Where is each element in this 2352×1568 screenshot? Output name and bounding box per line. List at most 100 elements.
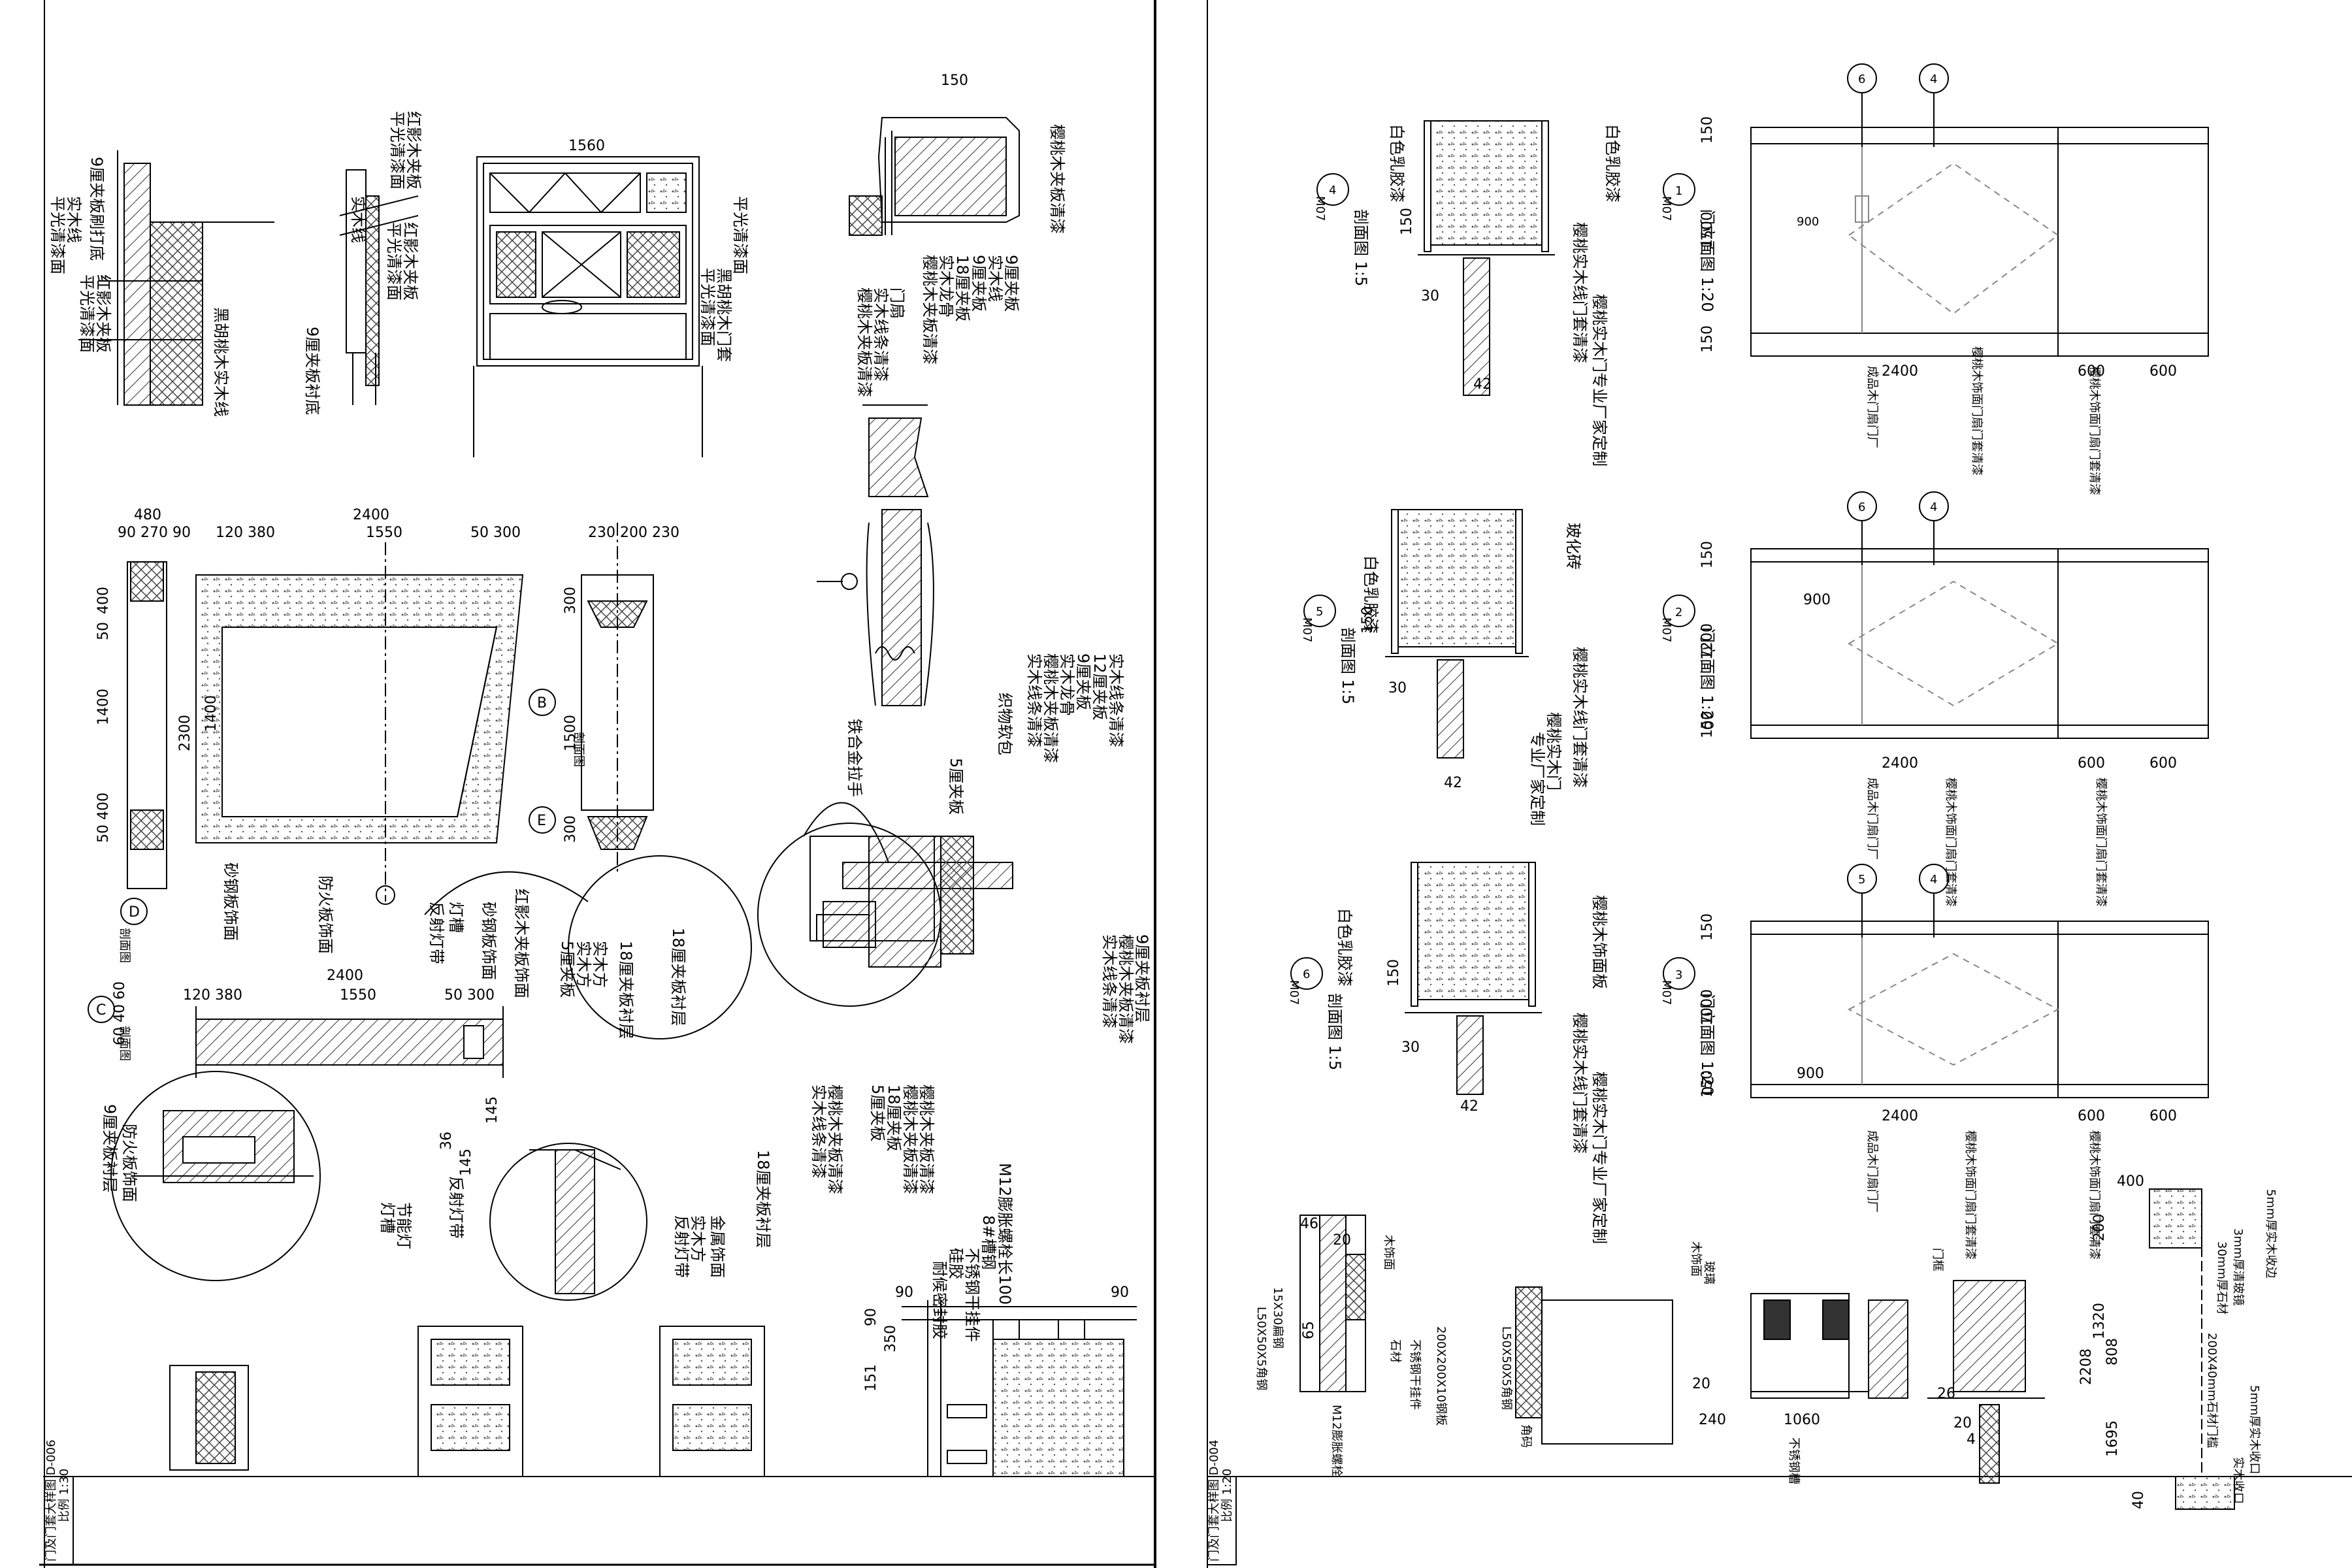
- svg-text:2208: 2208: [2078, 1348, 2095, 1385]
- svg-text:150: 150: [1699, 913, 1716, 941]
- dim-1560: 1560: [568, 138, 605, 154]
- svg-text:1: 1: [1675, 184, 1682, 198]
- svg-text:150: 150: [1699, 711, 1716, 738]
- svg-text:成品木门扇门厂: 成品木门扇门厂: [1865, 777, 1879, 860]
- right-elevations: [1750, 127, 2209, 1098]
- svg-text:9厘夹板衬层: 9厘夹板衬层: [101, 1104, 119, 1192]
- svg-text:樱桃木夹板清漆: 樱桃木夹板清漆: [1048, 124, 1066, 234]
- svg-text:L50X50X5角钢: L50X50X5角钢: [1254, 1307, 1268, 1390]
- svg-text:90: 90: [863, 1308, 879, 1326]
- right-sheet-frame: [1207, 0, 2352, 1568]
- left-notes-lower: 9厘夹板衬层 防火板饰面 节能灯 灯槽 反射灯带 18厘夹板衬层 金属饰面 实木…: [101, 934, 1151, 1342]
- svg-text:6: 6: [1303, 968, 1310, 981]
- svg-text:成品木门扇门厂: 成品木门扇门厂: [1865, 1130, 1879, 1213]
- svg-text:2400: 2400: [1882, 1108, 1918, 1124]
- strip-detail: [339, 169, 419, 405]
- svg-text:240: 240: [1699, 1412, 1726, 1428]
- section-6-labels: 6 M07 剖面图 1:5 150 30 42 白色乳胶漆 樱桃木饰面板 樱桃实…: [1287, 895, 1609, 1244]
- svg-text:5厘夹板: 5厘夹板: [558, 941, 576, 998]
- vdim-1400: 1400: [95, 689, 112, 725]
- svg-text:1320: 1320: [2091, 1303, 2108, 1339]
- bottom-details-right: [1299, 1188, 2235, 1510]
- bubble-d: D: [120, 898, 148, 925]
- svg-text:实木线条清漆: 实木线条清漆: [1025, 653, 1043, 747]
- svg-text:900: 900: [1803, 592, 1831, 608]
- svg-text:65: 65: [1301, 1321, 1317, 1339]
- svg-text:20: 20: [1692, 1376, 1710, 1392]
- svg-text:樱桃实木线门套清漆: 樱桃实木线门套清漆: [1571, 1013, 1589, 1154]
- svg-text:600: 600: [2149, 1108, 2177, 1124]
- svg-text:600: 600: [2149, 755, 2177, 772]
- door-panel-section: [816, 836, 974, 968]
- svg-text:600: 600: [2149, 363, 2177, 380]
- svg-text:灯槽: 灯槽: [378, 1202, 397, 1233]
- section-markers: [1290, 63, 1949, 990]
- svg-text:平光清漆面: 平光清漆面: [388, 111, 406, 189]
- svg-text:200X40mm石材门槛: 200X40mm石材门槛: [2205, 1333, 2219, 1448]
- svg-text:实木方: 实木方: [591, 941, 609, 988]
- section-5-labels: 5 M07 剖面图 1:5 150 30 42 白色乳胶漆 玻化砖 樱桃实木线门…: [1300, 523, 1589, 826]
- svg-text:实木方: 实木方: [574, 941, 593, 988]
- svg-text:6: 6: [1858, 73, 1865, 86]
- dim-120-380: 120 380: [216, 525, 275, 541]
- svg-text:织物软包: 织物软包: [996, 693, 1014, 755]
- svg-text:平光清漆面: 平光清漆面: [78, 274, 96, 353]
- svg-text:黑胡桃木实木线: 黑胡桃木实木线: [212, 307, 230, 417]
- svg-text:B: B: [537, 695, 547, 711]
- dim-50-300-lower: 50 300: [444, 987, 495, 1004]
- svg-text:实木收口: 实木收口: [2231, 1457, 2245, 1504]
- svg-text:红影木夹板: 红影木夹板: [404, 111, 423, 189]
- svg-text:反射灯带: 反射灯带: [672, 1215, 691, 1278]
- svg-text:铁合金拉手: 铁合金拉手: [845, 719, 864, 797]
- left-notes-detail: 樱桃木夹板清漆 9厘夹板 实木线 9厘夹板 18厘夹板 实木龙骨 樱桃木夹板清漆…: [845, 124, 1125, 815]
- svg-text:实木线: 实木线: [986, 255, 1004, 302]
- svg-text:5mm厚实木收边: 5mm厚实木收边: [2264, 1189, 2278, 1279]
- svg-text:白色乳胶漆: 白色乳胶漆: [1388, 124, 1406, 203]
- svg-text:150: 150: [1399, 208, 1415, 235]
- svg-text:3mm厚清玻镜: 3mm厚清玻镜: [2231, 1228, 2245, 1306]
- svg-text:30: 30: [1421, 288, 1439, 304]
- svg-text:15X30扁钢: 15X30扁钢: [1271, 1287, 1284, 1348]
- svg-text:46: 46: [1300, 1216, 1318, 1232]
- svg-text:樱桃木夹板清漆: 樱桃木夹板清漆: [826, 1085, 844, 1194]
- svg-text:樱桃木夹板清漆: 樱桃木夹板清漆: [855, 287, 874, 397]
- svg-text:门立面图 1:20: 门立面图 1:20: [1698, 993, 1716, 1096]
- svg-text:18厘夹板衬层: 18厘夹板衬层: [669, 928, 687, 1026]
- svg-text:M07: M07: [1300, 617, 1314, 642]
- svg-text:樱桃木饰面板: 樱桃木饰面板: [1590, 895, 1609, 989]
- elevation-1-labels: 150 1500 150 2400 600 600 900 1 M07 门立面图…: [1659, 116, 2177, 495]
- bubble-c: C: [88, 996, 115, 1023]
- svg-text:灯槽: 灯槽: [447, 902, 465, 933]
- svg-text:实木线: 实木线: [65, 196, 83, 243]
- svg-text:玻璃: 玻璃: [1702, 1261, 1716, 1284]
- svg-text:剖面图 1:5: 剖面图 1:5: [1326, 993, 1344, 1070]
- svg-text:5: 5: [1858, 873, 1865, 887]
- svg-text:不锈钢干挂件: 不锈钢干挂件: [1408, 1339, 1422, 1410]
- svg-text:实木线条清漆: 实木线条清漆: [809, 1085, 828, 1179]
- svg-text:成品木门扇门厂: 成品木门扇门厂: [1865, 366, 1879, 448]
- svg-text:9厘夹板刷打底: 9厘夹板刷打底: [88, 157, 106, 261]
- svg-text:90: 90: [1111, 1284, 1129, 1301]
- svg-text:木饰面: 木饰面: [1689, 1241, 1703, 1277]
- vdim-1400-b: 1400: [203, 695, 220, 732]
- svg-text:M07: M07: [1659, 196, 1673, 221]
- svg-text:防火板饰面: 防火板饰面: [316, 875, 335, 954]
- svg-text:樱桃实木门专业厂家定制: 樱桃实木门专业厂家定制: [1590, 294, 1609, 466]
- svg-text:2400: 2400: [1882, 755, 1918, 772]
- svg-text:5: 5: [1316, 605, 1323, 619]
- svg-text:专业厂家定制: 专业厂家定制: [1528, 732, 1546, 826]
- svg-text:E: E: [537, 813, 546, 829]
- svg-text:30: 30: [1388, 680, 1407, 696]
- arched-opening-elevation: [127, 523, 654, 905]
- svg-text:樱桃实木线门套清漆: 樱桃实木线门套清漆: [1571, 647, 1589, 788]
- wall-detail-top-left: [78, 150, 274, 406]
- svg-text:樱桃木饰面门扇门套清漆: 樱桃木饰面门扇门套清漆: [2087, 1130, 2101, 1260]
- section-4-labels: 4 M07 剖面图 1:5 150 30 42 白色乳胶漆 白色乳胶漆 樱桃实木…: [1313, 124, 1622, 466]
- svg-text:樱桃木夹板清漆: 樱桃木夹板清漆: [917, 1085, 936, 1194]
- svg-text:樱桃木饰面门扇门套清漆: 樱桃木饰面门扇门套清漆: [1970, 346, 1984, 476]
- svg-text:樱桃木饰面门扇门套清漆: 樱桃木饰面门扇门套清漆: [2094, 777, 2108, 907]
- svg-text:不锈钢槽: 不锈钢槽: [1787, 1437, 1801, 1484]
- svg-text:150: 150: [1699, 541, 1716, 568]
- svg-text:150: 150: [1386, 959, 1402, 987]
- svg-text:350: 350: [883, 1325, 899, 1352]
